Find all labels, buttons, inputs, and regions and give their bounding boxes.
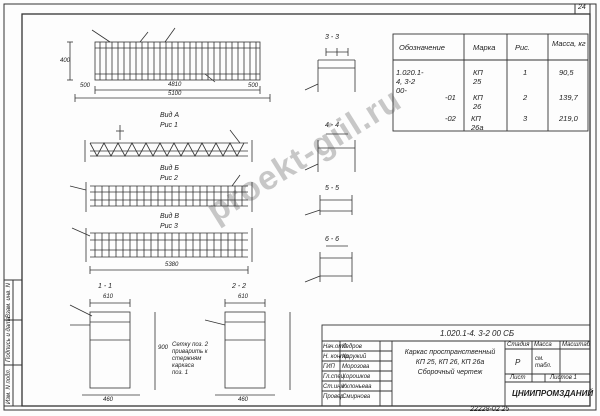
section-2-2-label: 2 - 2 [232, 283, 247, 290]
stage-header: Стадия [507, 342, 530, 348]
section-3-3 [304, 48, 356, 92]
section-1-1 [69, 299, 156, 396]
dim-total: 5100 [168, 91, 182, 97]
outer-frame [3, 3, 597, 411]
sheet-number-box [574, 3, 591, 15]
weld-note: Сетку поз. 2 приварить к стержням каркас… [172, 342, 209, 376]
spec-header-designation: Обозначение [399, 43, 445, 52]
spec-header-fig: Рис. [515, 43, 531, 52]
section-1-1-width: 610 [103, 294, 114, 300]
title-block-roles: Нач.отд. Н. контр. ГИП Гл.спец. Ст.инж. … [323, 344, 351, 400]
section-2-2 [204, 299, 291, 396]
title-block-names: Кедров Хоружий Морозова Хорошков Уклонье… [342, 344, 372, 400]
view-1-fig: Рис 1 [160, 122, 178, 129]
section-1-1-height: 900 [158, 345, 169, 351]
scale-header: Масштаб [562, 342, 591, 348]
spec-row-1-fig: 1 [523, 68, 528, 77]
spec-row-3-mass: 219,0 [559, 114, 578, 123]
section-5-5-label: 5 - 5 [325, 185, 340, 192]
sheet-header: Лист [510, 375, 526, 381]
section-4-4-label: 4 - 4 [325, 122, 340, 129]
dim-mid: 4810 [168, 82, 182, 88]
spec-row-2-fig: 2 [523, 93, 528, 102]
side-stamp-1: Изм. N подл. [6, 368, 12, 404]
title-block-title: Каркас пространственный КП 25, КП 26, КП… [404, 349, 496, 376]
view-2-label: Вид Б [160, 165, 179, 172]
spec-row-1-designation: 1.020.1-4, 3-2 00- [396, 68, 424, 95]
section-6-6 [304, 245, 353, 283]
side-stamp-2: Подпись и дата [6, 316, 12, 362]
sheets-header: Листов 1 [550, 375, 577, 381]
section-2-2-width: 610 [238, 294, 249, 300]
inner-frame [21, 13, 591, 407]
spec-header-mark: Марка [473, 43, 496, 52]
section-5-5 [304, 195, 353, 216]
title-block-code: 1.020.1-4. 3-2 00 СБ [440, 329, 515, 338]
view-3-fig: Рис 3 [160, 223, 178, 230]
sheet-number: 24 [578, 4, 586, 11]
spec-row-3-fig: 3 [523, 114, 528, 123]
section-2-2-bottom: 460 [238, 397, 249, 403]
elevation-view-2 [69, 174, 253, 212]
title-block-grid [321, 324, 591, 407]
elevation-view-3 [71, 227, 253, 274]
spec-table-grid [392, 33, 589, 132]
side-stamp-3: Взам. инв. N [6, 283, 12, 318]
elevation-view-1 [84, 125, 253, 162]
dim-height: 400 [60, 58, 71, 64]
stage-value: Р [515, 358, 521, 367]
view-3-label: Вид В [160, 213, 180, 220]
spec-row-1-mark: КП 25 [473, 68, 483, 86]
view-1-label: Вид А [160, 112, 180, 119]
spec-row-2-designation: -01 [445, 93, 456, 102]
section-6-6-label: 6 - 6 [325, 236, 340, 243]
organization: ЦНИИПРОМЗДАНИЙ [512, 389, 594, 398]
spec-row-2-mark: КП 26 [473, 93, 483, 111]
mass-header: Масса [534, 342, 552, 348]
view-3-dim: 5380 [165, 262, 179, 268]
dim-left: 500 [80, 83, 91, 89]
spec-row-1-mass: 90,5 [559, 68, 574, 77]
spec-row-3-mark: КП 26а [471, 114, 484, 132]
bottom-code: 22228-02 25 [470, 406, 510, 413]
spec-row-2-mass: 139,7 [559, 93, 578, 102]
dim-right: 500 [248, 83, 259, 89]
section-4-4 [304, 133, 356, 172]
mass-value: см. табл. [535, 356, 552, 369]
spec-header-mass: Масса, кг [552, 39, 586, 48]
spec-row-3-designation: -02 [445, 114, 456, 123]
view-2-fig: Рис 2 [160, 175, 178, 182]
section-1-1-bottom: 460 [103, 397, 114, 403]
section-3-3-label: 3 - 3 [325, 34, 340, 41]
section-1-1-label: 1 - 1 [98, 283, 113, 290]
top-cage-view [67, 27, 271, 102]
